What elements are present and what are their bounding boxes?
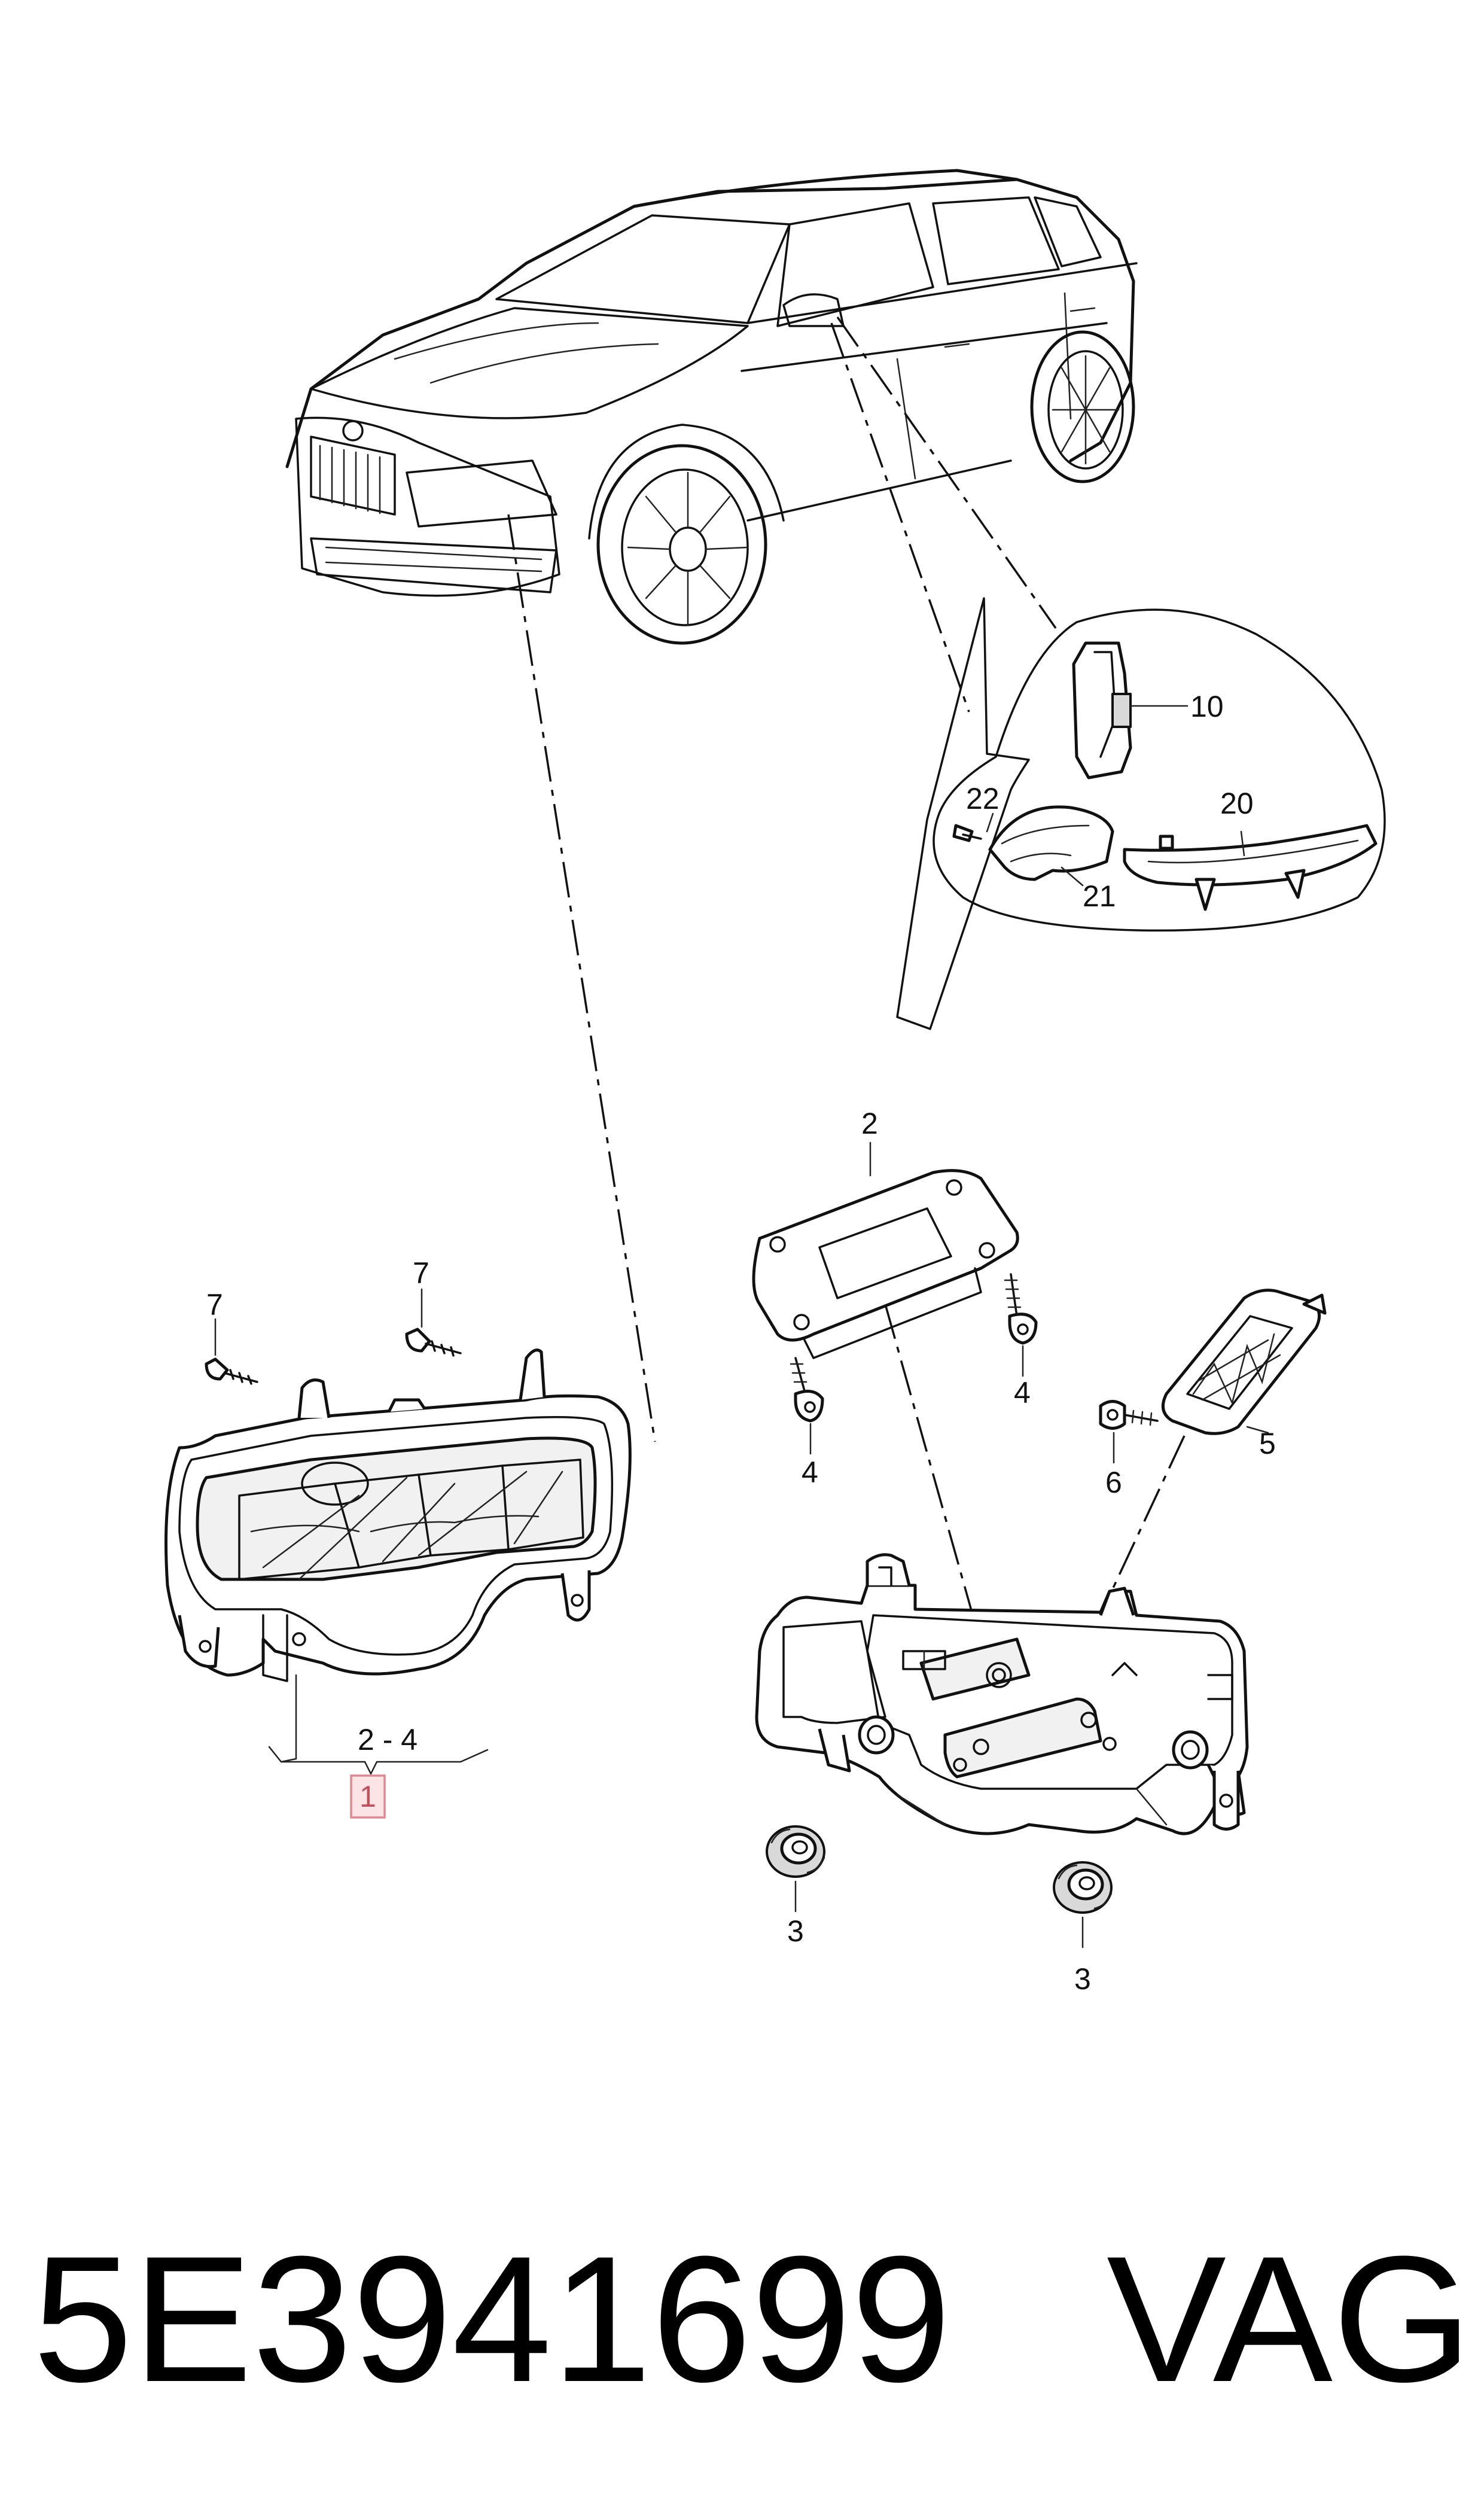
part-1-fog-lamp-assembly[interactable] [164,1348,632,1682]
car-illustration [285,169,1138,645]
callout-10[interactable]: 10 [1190,690,1224,723]
part-5-cover[interactable] [1161,1289,1327,1435]
part-6-screw[interactable] [1099,1400,1159,1430]
callout-5[interactable]: 5 [1259,1427,1276,1460]
callout-7-left[interactable]: 7 [206,1288,223,1322]
callout-4-bottom[interactable]: 4 [802,1456,818,1489]
callout-3-left[interactable]: 3 [787,1914,804,1948]
callout-1-selected[interactable]: 1 [359,1780,376,1813]
brand-label: VAG [1107,2218,1472,2419]
part-3-grommet-left[interactable] [766,1825,825,1878]
callout-2[interactable]: 2 [861,1107,878,1140]
callout-22[interactable]: 22 [966,782,1000,815]
part-7-screw-right[interactable] [405,1327,462,1357]
part-2-control-module[interactable] [752,1169,1019,1359]
callout-3-right[interactable]: 3 [1074,1962,1091,1996]
mounting-housing[interactable] [755,1553,1249,1835]
mirror-detail [896,597,1386,1030]
callout-bracket-2-4 [268,1674,489,1776]
part-3-grommet-right[interactable] [1053,1861,1113,1914]
part-number: 5E3941699 [33,2218,951,2419]
part-21-mirror-bracket[interactable] [988,805,1114,881]
part-4-screw-top[interactable] [1004,1273,1038,1345]
selected-part-highlight[interactable] [350,1774,386,1819]
part-7-screw-left[interactable] [205,1357,258,1385]
callout-7-right[interactable]: 7 [413,1256,429,1290]
part-4-screw-bottom[interactable] [790,1357,824,1423]
callout-4-top[interactable]: 4 [1014,1376,1031,1409]
callout-20[interactable]: 20 [1220,787,1254,820]
callout-6[interactable]: 6 [1105,1466,1122,1499]
callout-21[interactable]: 21 [1083,879,1116,913]
part-10-camera-module[interactable] [1072,641,1132,780]
part-20-mirror-indicator[interactable] [1123,824,1378,911]
part-22-screw[interactable] [952,824,982,842]
callout-range-2-4[interactable]: 2 - 4 [358,1723,418,1756]
